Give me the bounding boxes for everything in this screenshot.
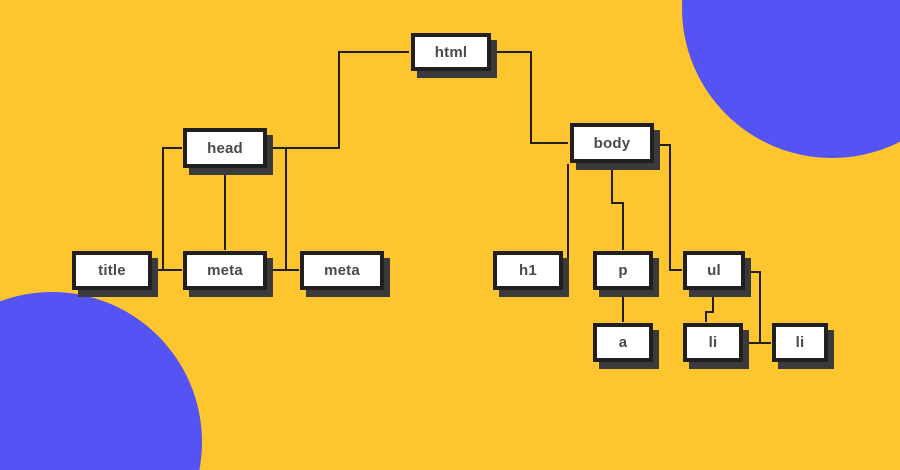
node-label: body: [593, 134, 631, 152]
node-meta1[interactable]: meta: [183, 251, 267, 290]
edge-html-to-body: [493, 51, 568, 144]
node-li2[interactable]: li: [772, 323, 828, 362]
edge-html-to-head: [268, 51, 409, 149]
node-body[interactable]: body: [570, 123, 654, 163]
edge-body-to-h1: [560, 164, 569, 271]
node-label: h1: [519, 262, 537, 279]
edge-head-to-meta2: [285, 149, 299, 271]
node-h1[interactable]: h1: [493, 251, 563, 290]
node-meta2[interactable]: meta: [300, 251, 384, 290]
node-label: p: [618, 262, 628, 279]
node-li1[interactable]: li: [683, 323, 743, 362]
node-label: li: [708, 334, 718, 351]
edge-head-to-title: [149, 147, 182, 271]
node-ul[interactable]: ul: [683, 251, 745, 290]
edge-ul-to-li1: [705, 291, 714, 322]
node-label: a: [618, 334, 628, 351]
node-label: li: [795, 334, 805, 351]
node-label: meta: [207, 262, 243, 279]
node-p[interactable]: p: [593, 251, 653, 290]
node-label: head: [207, 139, 243, 157]
edge-body-to-p: [611, 164, 624, 250]
node-html[interactable]: html: [411, 33, 491, 71]
node-a[interactable]: a: [593, 323, 653, 362]
node-label: ul: [707, 262, 721, 279]
edge-ul-to-li2: [746, 271, 771, 344]
node-label: html: [434, 43, 468, 61]
node-head[interactable]: head: [183, 128, 267, 168]
node-label: meta: [324, 262, 360, 279]
edge-body-to-ul: [655, 144, 682, 271]
node-label: title: [98, 262, 126, 279]
node-title[interactable]: title: [72, 251, 152, 290]
